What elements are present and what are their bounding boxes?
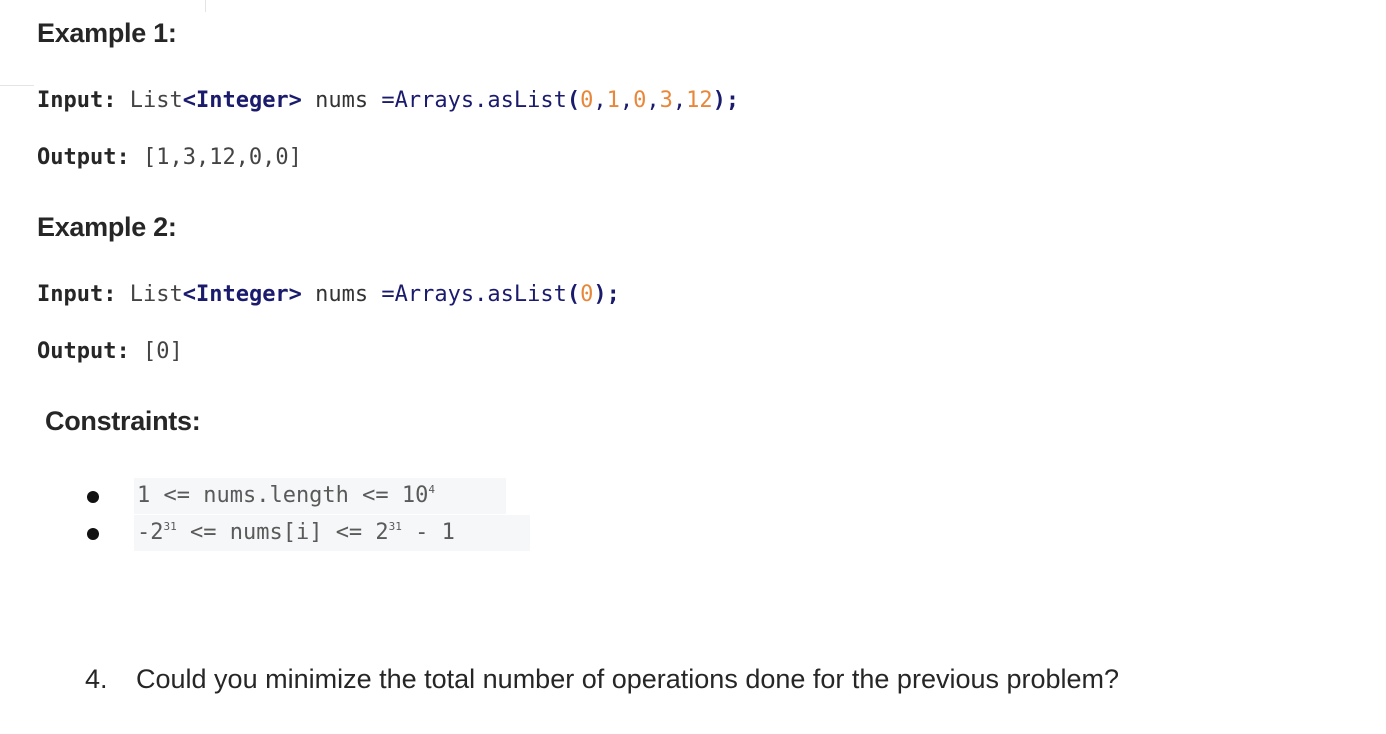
example-1-input-sep: , bbox=[593, 88, 607, 113]
example-2-input-values: 0 bbox=[580, 282, 593, 307]
example-1-input-value: 3 bbox=[659, 88, 673, 113]
example-2-input-generic: <Integer> bbox=[182, 282, 302, 307]
example-1-input-type: List bbox=[129, 88, 183, 113]
example-1-input-value: 12 bbox=[686, 88, 713, 113]
question-number: 4. bbox=[85, 664, 108, 694]
example-1-input-sep: , bbox=[646, 88, 660, 113]
constraint-2: -231 <= nums[i] <= 231 - 1 bbox=[134, 515, 530, 551]
constraint-1-text: 1 <= nums.length <= 10 bbox=[137, 483, 429, 508]
example-2-output-value: [0] bbox=[142, 339, 183, 364]
example-1-output: Output: [1,3,12,0,0] bbox=[37, 145, 302, 170]
divider-left bbox=[0, 85, 34, 86]
constraint-1: 1 <= nums.length <= 104 bbox=[134, 478, 506, 514]
example-2-output-label: Output: bbox=[37, 339, 130, 364]
example-1-input-sep: , bbox=[672, 88, 687, 113]
example-1-input-value: 0 bbox=[580, 88, 594, 113]
constraint-2-text-c: - 1 bbox=[401, 520, 455, 545]
example-2-title: Example 2: bbox=[37, 212, 177, 242]
example-1-input: Input: List<Integer> nums =Arrays.asList… bbox=[37, 88, 739, 113]
example-2-input-value: 0 bbox=[580, 282, 594, 307]
question-text: Could you minimize the total number of o… bbox=[136, 664, 1120, 694]
example-1-output-value: [1,3,12,0,0] bbox=[142, 145, 302, 170]
example-2-output: Output: [0] bbox=[37, 339, 183, 364]
example-1-input-generic: <Integer> bbox=[182, 88, 302, 113]
example-1-input-assign: =Arrays.asList bbox=[381, 88, 567, 113]
example-1-input-values: 0,1,0,3,12 bbox=[580, 88, 713, 113]
example-1-output-label: Output: bbox=[37, 145, 130, 170]
bullet-2 bbox=[87, 528, 99, 540]
example-2-input-label: Input: bbox=[37, 282, 117, 307]
example-2-input-var: nums bbox=[301, 282, 382, 307]
example-1-input-label: Input: bbox=[37, 88, 117, 113]
constraint-2-text-a: -2 bbox=[137, 520, 164, 545]
divider-top bbox=[205, 0, 206, 12]
example-1-input-sep: , bbox=[619, 88, 634, 113]
example-1-title: Example 1: bbox=[37, 18, 177, 48]
constraints-title: Constraints: bbox=[45, 406, 201, 436]
example-1-input-close: ); bbox=[712, 88, 740, 113]
constraint-2-exponent-b: 31 bbox=[388, 520, 402, 533]
example-1-input-var: nums bbox=[301, 88, 382, 113]
example-1-input-value: 0 bbox=[633, 88, 647, 113]
bullet-1 bbox=[87, 491, 99, 503]
example-1-input-open: ( bbox=[566, 88, 581, 113]
example-2-input: Input: List<Integer> nums =Arrays.asList… bbox=[37, 282, 620, 307]
example-2-input-open: ( bbox=[566, 282, 581, 307]
constraint-2-exponent-a: 31 bbox=[163, 520, 177, 533]
example-2-input-assign: =Arrays.asList bbox=[381, 282, 567, 307]
constraint-2-text-b: <= nums[i] <= 2 bbox=[176, 520, 389, 545]
example-2-input-type: List bbox=[129, 282, 183, 307]
example-2-input-close: ); bbox=[593, 282, 620, 307]
example-1-input-value: 1 bbox=[606, 88, 620, 113]
constraint-1-exponent: 4 bbox=[428, 483, 436, 496]
